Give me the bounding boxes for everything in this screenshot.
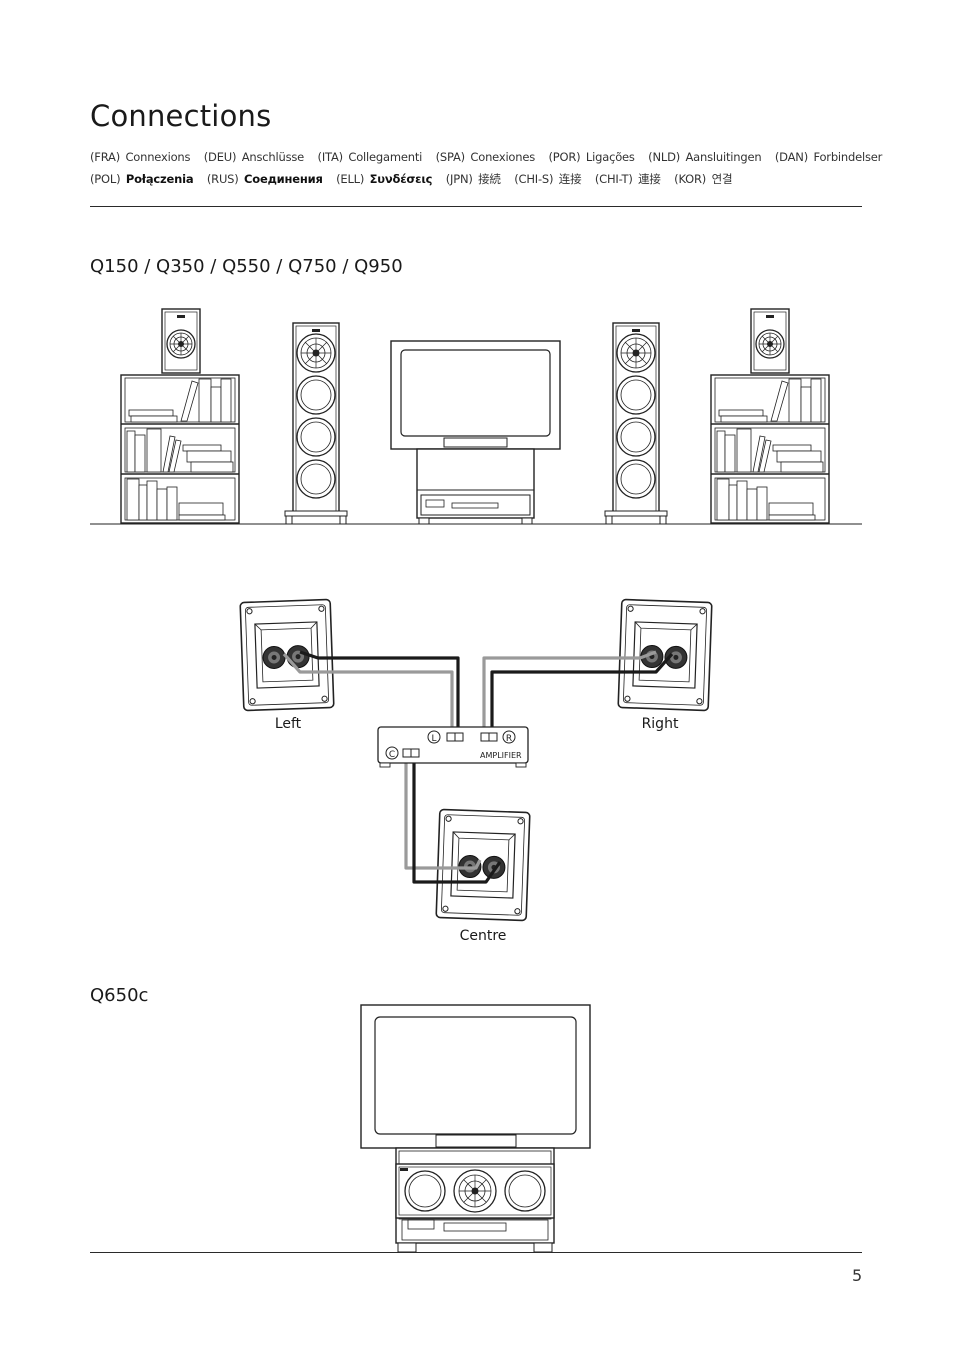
language-item: (JPN) 接続 xyxy=(445,172,501,186)
language-item: (CHI-T) 連接 xyxy=(594,172,661,186)
room-layout-illustration xyxy=(90,308,862,525)
speaker-terminal-right xyxy=(617,598,713,712)
terminal-centre-marker xyxy=(385,746,399,760)
floorstanding-speaker-right xyxy=(604,322,668,525)
page-number: 5 xyxy=(852,1266,863,1285)
terminal-right-label: R xyxy=(506,734,512,744)
language-item: (FRA) Connexions xyxy=(90,150,191,164)
tv-with-stand xyxy=(390,340,561,525)
language-item: (ITA) Collegamenti xyxy=(317,150,423,164)
language-item: (DAN) Forbindelser xyxy=(774,150,883,164)
bookshelf-speaker-right xyxy=(750,308,790,374)
language-item: (DEU) Anschlüsse xyxy=(203,150,305,164)
speaker-terminal-centre xyxy=(435,808,531,922)
language-item: (KOR) 연결 xyxy=(674,172,733,186)
terminal-right-marker xyxy=(502,730,516,744)
amplifier: L R C AMPLIFIER xyxy=(377,726,529,768)
page-title: Connections xyxy=(90,99,272,133)
language-list-row-2: (POL) Połączenia (RUS) Соединения (ELL) … xyxy=(90,171,870,187)
speaker-cables xyxy=(282,650,674,884)
header-divider xyxy=(90,206,862,207)
terminal-left-label: L xyxy=(431,734,436,744)
language-item: (POR) Ligações xyxy=(548,150,635,164)
right-speaker-label: Right xyxy=(642,716,679,732)
tv xyxy=(360,1004,591,1149)
section-title-floorstanding: Q150 / Q350 / Q550 / Q750 / Q950 xyxy=(90,256,403,277)
centre-speaker-illustration xyxy=(360,1004,591,1253)
floorstanding-speaker-left xyxy=(284,322,348,525)
language-item: (RUS) Соединения xyxy=(206,172,323,186)
bookshelf-right xyxy=(710,374,830,524)
centre-speaker xyxy=(395,1163,555,1219)
language-item: (ELL) Συνδέσεις xyxy=(336,172,433,186)
bookshelf-speaker-left xyxy=(161,308,201,374)
terminal-centre-label: C xyxy=(389,750,395,760)
terminal-left-marker xyxy=(427,730,441,744)
language-item: (POL) Połączenia xyxy=(90,172,194,186)
left-speaker-label: Left xyxy=(275,716,302,732)
section-title-centre: Q650c xyxy=(90,985,149,1006)
amplifier-label: AMPLIFIER xyxy=(480,751,522,760)
language-list-row-1: (FRA) Connexions (DEU) Anschlüsse (ITA) … xyxy=(90,150,882,164)
centre-speaker-label: Centre xyxy=(460,928,507,944)
wiring-diagram: L R C AMPLIFIER Left Right Centre xyxy=(239,598,713,944)
footer-divider xyxy=(90,1252,862,1253)
language-item: (CHI-S) 连接 xyxy=(514,172,582,186)
language-item: (SPA) Conexiones xyxy=(435,150,536,164)
bookshelf-left xyxy=(120,374,240,524)
language-item: (NLD) Aansluitingen xyxy=(648,150,762,164)
